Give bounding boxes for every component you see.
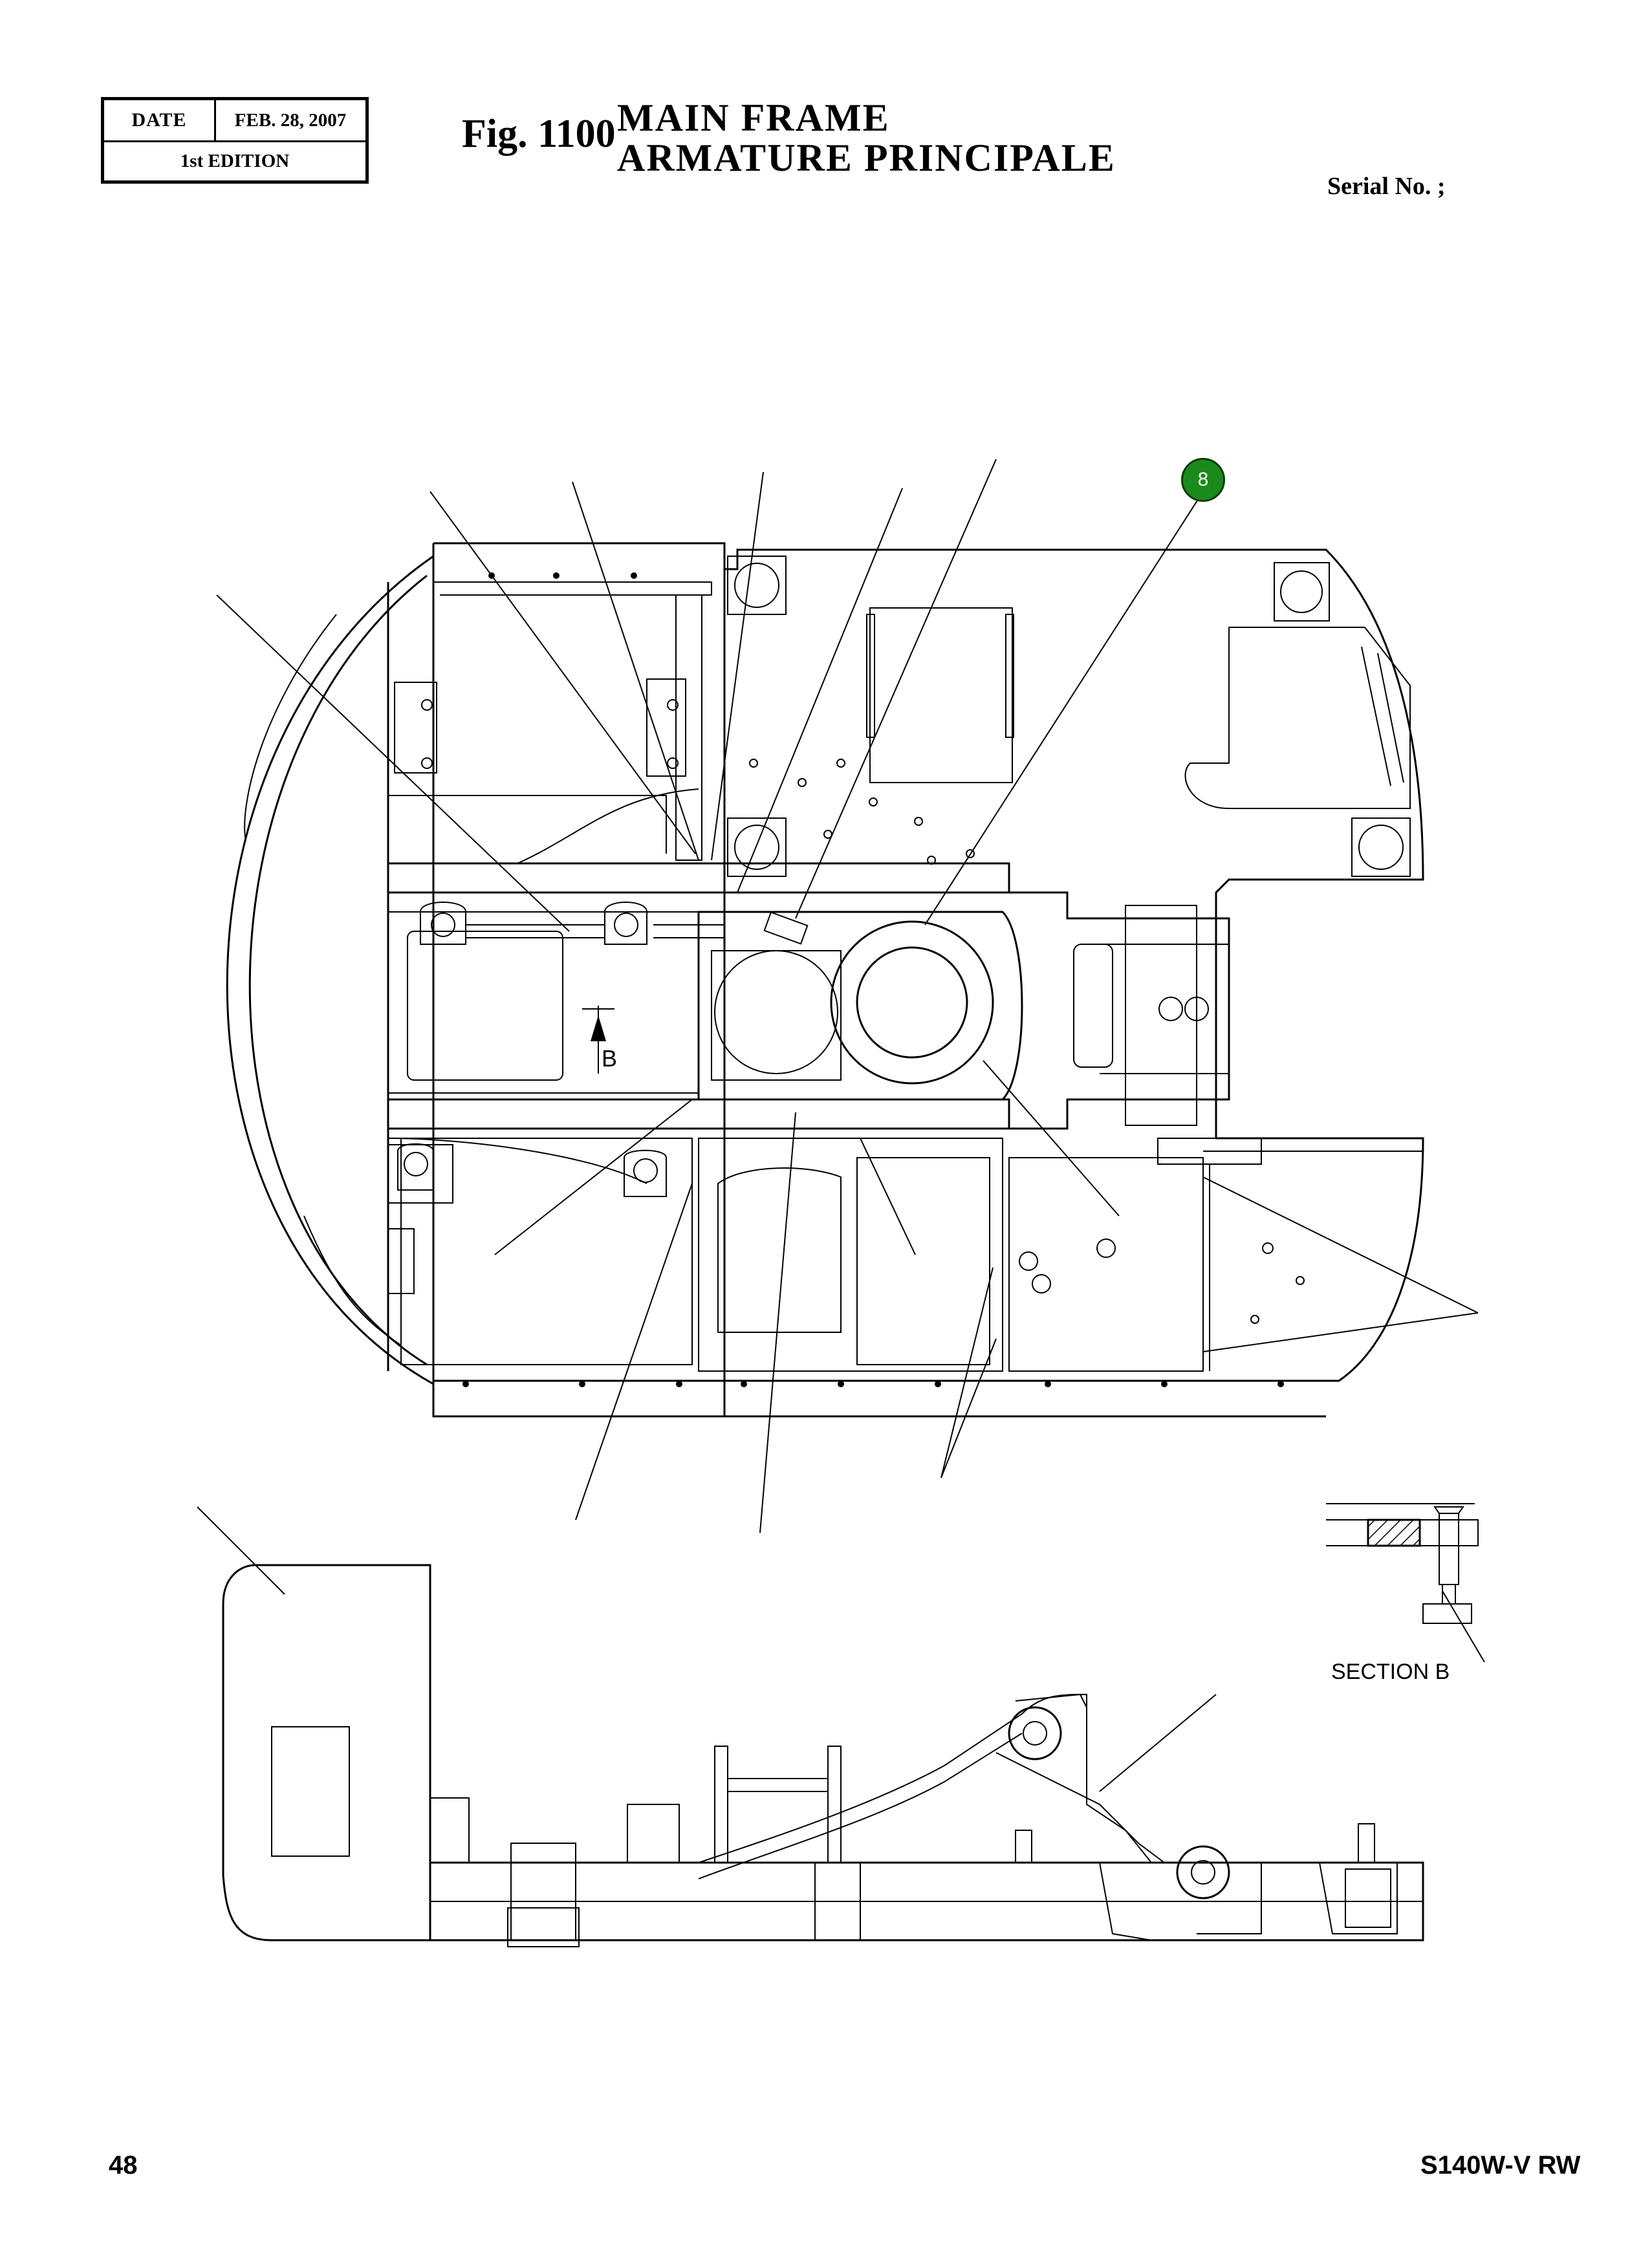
mount-pads [727, 556, 1411, 877]
counterweight-side [222, 1564, 431, 1942]
access-cover-plate [869, 607, 1013, 783]
tank-cover-plate [1008, 1157, 1204, 1372]
mounting-holes [421, 699, 1305, 1324]
swing-bearing-ring [830, 920, 994, 1085]
counterweight-outer-arc [226, 555, 434, 1385]
model-name: S140W-V RW [1420, 2151, 1581, 2180]
view-b-marker: B [602, 1045, 618, 1072]
section-b-label: SECTION B [1331, 1660, 1450, 1684]
side-view [222, 1564, 1424, 1947]
turntable-plate [697, 911, 1023, 1101]
upper-cross-beam [387, 862, 1010, 894]
callout-8[interactable]: 8 [1181, 458, 1225, 502]
serial-number-label: Serial No. ; [1327, 173, 1446, 200]
lower-cross-beam [387, 1098, 1010, 1130]
section-b-detail [1326, 1503, 1479, 1624]
date-row: DATE FEB. 28, 2007 [104, 100, 365, 142]
figure-number: Fig. 1100 [462, 112, 616, 156]
date-value: FEB. 28, 2007 [234, 109, 347, 131]
edge-bolts [462, 572, 1284, 1387]
frame-outline [432, 542, 1424, 1418]
date-label: DATE [104, 100, 216, 140]
counterweight-inner-arc [248, 574, 428, 1366]
date-edition-box: DATE FEB. 28, 2007 1st EDITION [101, 97, 369, 184]
edition-label: 1st EDITION [180, 150, 290, 171]
page-title-french: ARMATURE PRINCIPALE [617, 136, 1116, 179]
page-title-english: MAIN FRAME [617, 96, 890, 139]
page-number: 48 [109, 2151, 138, 2180]
leader-lines [197, 459, 1485, 1792]
battery-plate [407, 931, 563, 1081]
top-view [226, 542, 1424, 1418]
boom-pivot-side [1008, 1706, 1062, 1760]
